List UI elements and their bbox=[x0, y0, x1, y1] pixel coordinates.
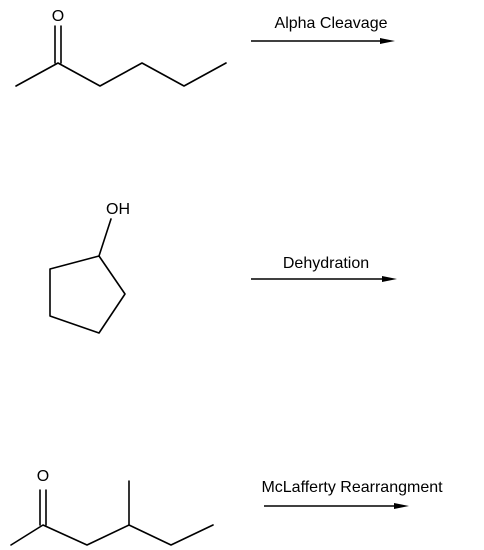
molecule-4-methyl-2-hexanone: O bbox=[10, 468, 214, 546]
reaction-arrow-mclafferty: McLafferty Rearrangment bbox=[261, 479, 443, 509]
atom-label-oxygen: O bbox=[52, 8, 64, 25]
atom-label-oxygen: O bbox=[37, 468, 49, 485]
arrow-head bbox=[382, 276, 397, 282]
reaction-label-mclafferty: McLafferty Rearrangment bbox=[261, 479, 443, 496]
molecule-2-hexanone: O bbox=[15, 8, 227, 87]
molecule-cyclopentanol: OH bbox=[49, 201, 130, 334]
carbon-chain bbox=[10, 524, 214, 546]
carbon-chain bbox=[15, 62, 227, 87]
cyclopentane-ring bbox=[49, 255, 126, 334]
reaction-label-alpha-cleavage: Alpha Cleavage bbox=[275, 15, 388, 32]
reaction-arrow-dehydration: Dehydration bbox=[251, 255, 397, 282]
hydroxyl-bond bbox=[98, 218, 112, 257]
arrow-head bbox=[394, 503, 409, 509]
reaction-label-dehydration: Dehydration bbox=[283, 255, 369, 272]
arrow-head bbox=[380, 38, 395, 44]
atom-label-hydroxyl: OH bbox=[106, 201, 130, 218]
reaction-arrow-alpha-cleavage: Alpha Cleavage bbox=[251, 15, 395, 44]
